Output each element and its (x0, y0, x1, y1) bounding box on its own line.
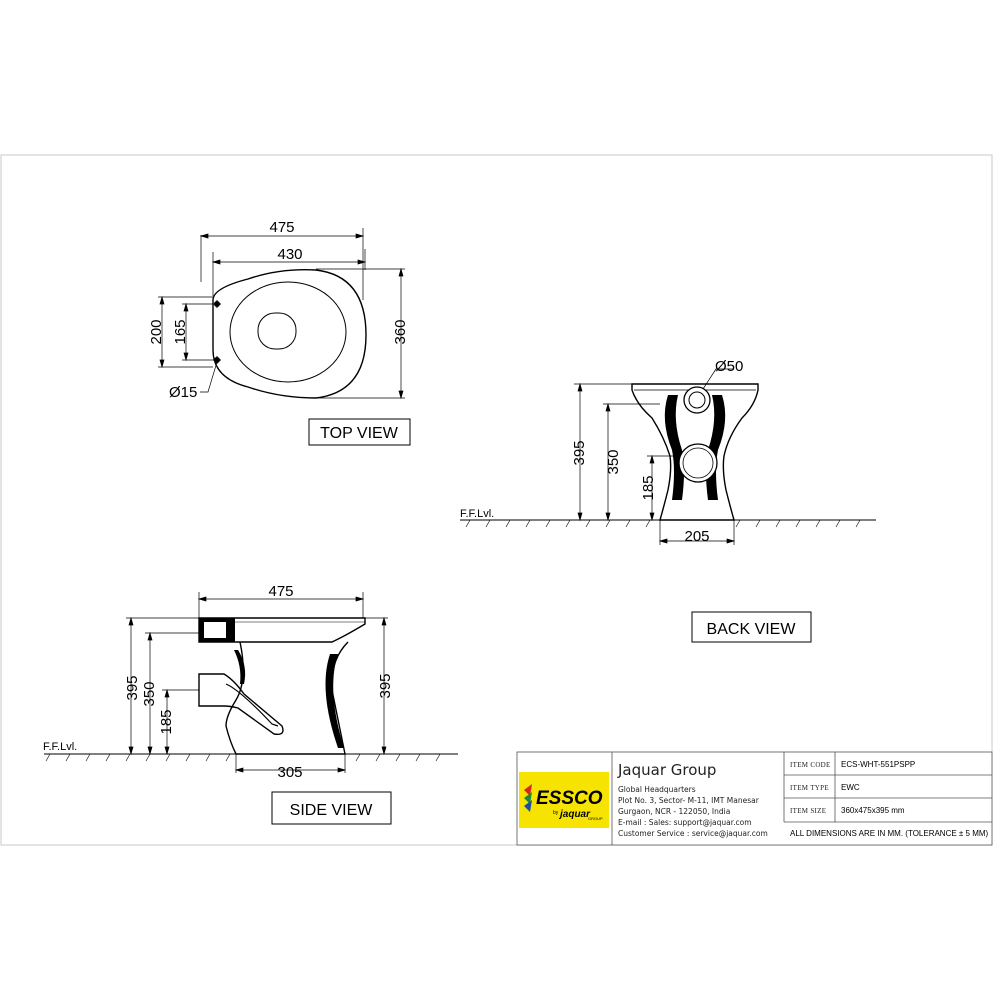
item-code-value: ECS-WHT-551PSPP (841, 760, 915, 769)
side-floor-label: F.F.Lvl. (43, 741, 77, 753)
dimensions-note: ALL DIMENSIONS ARE IN MM. (TOLERANCE ± 5… (790, 829, 989, 838)
item-type-value: EWC (841, 783, 860, 792)
dim-side-overall-length: 475 (197, 583, 365, 618)
back-floor-label: F.F.Lvl. (460, 508, 494, 520)
item-type-label: ITEM TYPE (790, 784, 829, 792)
top-view: 475 430 360 200 (148, 219, 411, 446)
top-view-label-box (308, 418, 411, 446)
dim-side-base-length-value: 305 (277, 764, 302, 781)
customer-service-line: Customer Service : service@jaquar.com (618, 829, 768, 838)
top-view-outline (212, 269, 367, 399)
water-spot (257, 312, 297, 350)
dim-side-height-left: 395 (124, 616, 199, 756)
side-view: F.F.Lvl. 475 395 (43, 583, 458, 825)
glaze-shading (234, 650, 246, 684)
jaquar-wordmark: jaquar (558, 809, 591, 820)
side-view-label-box (271, 791, 392, 825)
address-line: Gurgaon, NCR - 122050, India (618, 807, 730, 816)
dim-hinge-hole: Ø15 (169, 361, 218, 401)
address-line: Global Headquarters (618, 785, 696, 794)
logo-group: GROUP (588, 816, 603, 821)
outlet-spigot (198, 673, 284, 736)
trap-line (225, 683, 279, 727)
back-view: F.F.Lvl. Ø50 395 (460, 358, 876, 643)
item-code-label: ITEM CODE (790, 761, 831, 769)
dim-side-rim-height-value: 350 (141, 681, 158, 706)
dim-hinge-span-value: 200 (148, 319, 165, 344)
glaze-shading (664, 395, 684, 500)
dim-side-overall-length-value: 475 (268, 583, 293, 600)
item-size-value: 360x475x395 mm (841, 806, 905, 815)
dim-back-height: 395 (571, 382, 632, 522)
dim-side-height-right-value: 395 (377, 673, 394, 698)
email-line: E-mail : Sales: support@jaquar.com (618, 818, 752, 827)
outlet-icon (678, 443, 718, 483)
dim-back-outlet-height: 185 (640, 454, 680, 522)
dim-width-value: 360 (392, 319, 409, 344)
back-view-label: BACK VIEW (707, 621, 797, 638)
item-size-label: ITEM SIZE (790, 807, 826, 815)
dim-hinge-span: 200 (148, 295, 213, 369)
title-block: ESSCO by jaquar GROUP Jaquar Group Globa… (516, 751, 993, 846)
dim-overall-length: 475 (199, 219, 365, 300)
dim-back-height-value: 395 (571, 440, 588, 465)
logo-by: by (553, 810, 559, 816)
floor-hatch (45, 753, 441, 762)
top-view-label: TOP VIEW (320, 425, 399, 442)
hinge-hole-icon (213, 300, 221, 308)
dim-side-base-length: 305 (234, 754, 347, 781)
inlet-icon (683, 386, 711, 414)
dim-back-rim-height: 350 (603, 402, 660, 522)
essco-logo: ESSCO by jaquar GROUP (519, 772, 609, 828)
dim-hinge-hole-value: Ø15 (169, 384, 197, 401)
dim-side-height-left-value: 395 (124, 675, 141, 700)
side-view-label: SIDE VIEW (290, 802, 374, 819)
dim-width: 360 (316, 267, 409, 400)
dim-side-height-right: 395 (365, 616, 394, 756)
dim-inlet-dia: Ø50 (702, 358, 743, 390)
company-name: Jaquar Group (617, 761, 716, 779)
bowl-rim (229, 281, 347, 383)
dim-side-outlet-height-value: 185 (158, 709, 175, 734)
sheet-border (0, 154, 993, 846)
dim-side-rim-height: 350 (141, 631, 199, 756)
dim-hinge-spacing: 165 (172, 302, 213, 362)
dim-inlet-dia-value: Ø50 (715, 358, 743, 375)
dim-base-width-value: 205 (684, 528, 709, 545)
dim-side-outlet-height: 185 (158, 688, 199, 756)
dim-seat-length-value: 430 (277, 246, 302, 263)
essco-wordmark: ESSCO (536, 788, 603, 809)
back-view-label-box (691, 611, 812, 643)
floor-hatch (465, 519, 861, 528)
dim-hinge-spacing-value: 165 (172, 319, 189, 344)
side-rim-outline (198, 617, 366, 643)
address-line: Plot No. 3, Sector- M-11, IMT Manesar (618, 796, 760, 805)
dim-overall-length-value: 475 (269, 219, 294, 236)
dim-back-rim-height-value: 350 (605, 449, 622, 474)
dim-base-width: 205 (658, 520, 736, 545)
dim-back-outlet-height-value: 185 (640, 475, 657, 500)
dim-seat-length: 430 (211, 246, 367, 296)
glaze-shading (325, 654, 344, 748)
